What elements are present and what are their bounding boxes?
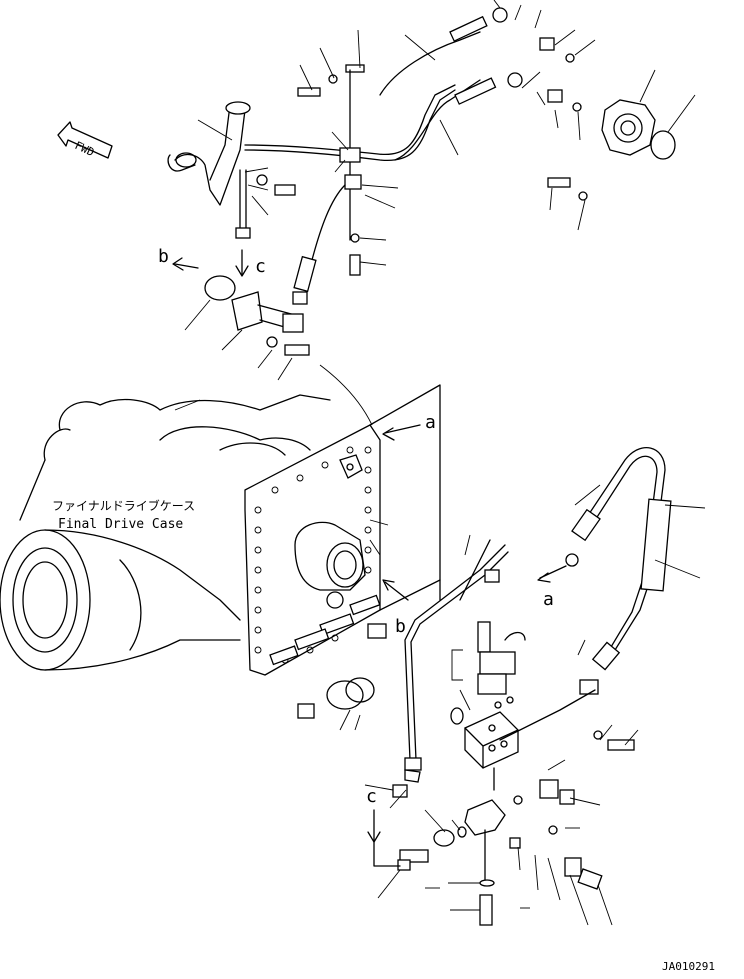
ref-a-top: a xyxy=(425,412,436,433)
ref-c-top: c xyxy=(255,256,266,277)
drawing-number: JA010291 xyxy=(662,960,715,973)
reference-arrows-top: c b xyxy=(158,246,266,277)
ref-b-right: b xyxy=(395,616,406,637)
ref-b-top: b xyxy=(158,246,169,267)
reference-arrows-mid: a b a xyxy=(382,412,567,637)
final-drive-case-label-en: Final Drive Case xyxy=(58,517,183,532)
fwd-arrow: FWD xyxy=(57,121,113,159)
final-drive-case: ファイナルドライブケース Final Drive Case xyxy=(0,384,441,719)
final-drive-case-label-jp: ファイナルドライブケース xyxy=(52,498,195,513)
lower-assembly xyxy=(392,447,672,926)
reference-arrow-bottom: c xyxy=(366,786,401,867)
upper-assembly xyxy=(167,7,676,356)
ref-a-bottom: a xyxy=(543,589,554,610)
leader-lines xyxy=(174,0,706,926)
ref-c-bottom: c xyxy=(366,786,377,807)
bolt-holes xyxy=(254,446,372,664)
fwd-label: FWD xyxy=(73,139,97,159)
